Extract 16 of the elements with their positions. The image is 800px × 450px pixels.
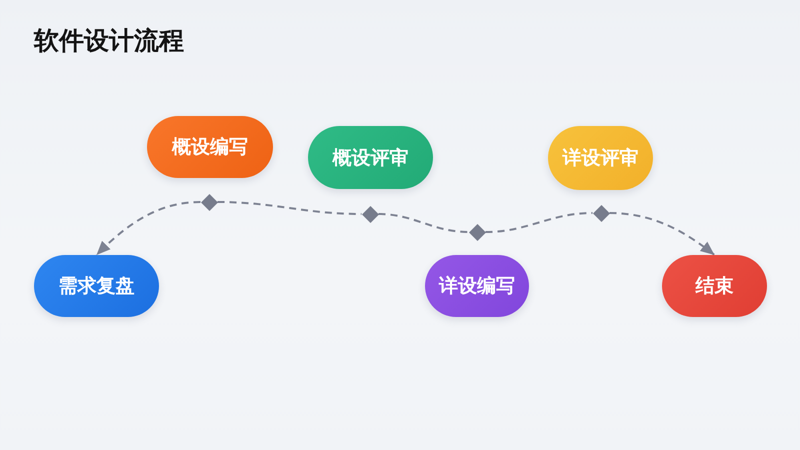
stage-pill: 详设编写 — [425, 255, 529, 317]
dashed-arrow — [609, 212, 716, 256]
diamond-marker — [200, 194, 218, 210]
diamond-marker — [362, 206, 378, 222]
stage-pill: 结束 — [662, 255, 767, 317]
dashed-line — [485, 212, 593, 233]
stage-pill: 需求复盘 — [34, 255, 159, 317]
dashed-line — [378, 213, 469, 233]
dashed-arrow — [96, 201, 201, 256]
stage-pill: 概设编写 — [147, 116, 273, 178]
diamond-marker — [592, 204, 610, 222]
diamond-marker — [468, 224, 486, 240]
stage-pill: 详设评审 — [548, 126, 653, 190]
title: 软件设计流程 — [34, 25, 184, 57]
stage-pill: 概设评审 — [308, 126, 433, 189]
dashed-line — [217, 201, 362, 215]
